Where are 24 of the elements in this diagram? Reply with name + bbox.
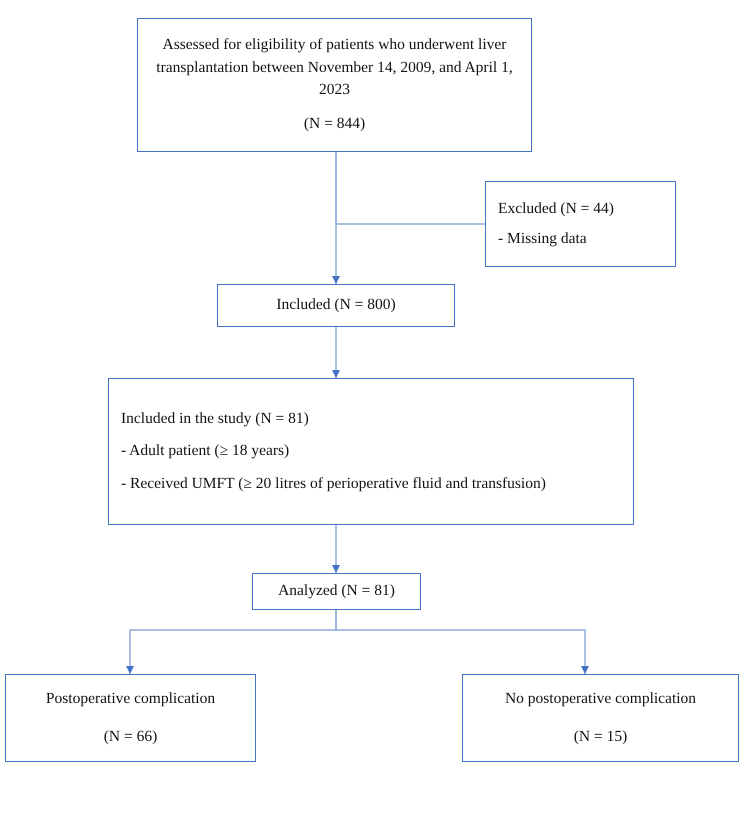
box-text: - Received UMFT (≥ 20 litres of perioperative fluid and transfusion) [121, 474, 547, 494]
box-text: Analyzed (N = 81) [278, 581, 395, 602]
box-text: Assessed for eligibility of patients who underwent liver transplantation between November 14, 2009, and April 1, 2023 [155, 35, 514, 100]
box-text: (N = 66) [104, 727, 158, 747]
arrow [332, 525, 340, 573]
process-box [108, 378, 634, 525]
process-box [252, 573, 421, 610]
process-box [217, 284, 455, 327]
process-box [462, 674, 739, 762]
box-text: Included in the study (N = 81) [121, 408, 310, 429]
box-text: Included (N = 800) [276, 295, 396, 316]
box-text: (N = 15) [574, 727, 628, 747]
box-text: No postoperative complication [504, 688, 696, 709]
process-box [137, 18, 532, 152]
box-text: Excluded (N = 44) [498, 198, 615, 219]
process-box [5, 674, 256, 762]
box-text: - Adult patient (≥ 18 years) [121, 441, 290, 462]
connector-line [335, 152, 485, 225]
box-text: Postoperative complication [46, 688, 216, 709]
arrow [332, 327, 340, 378]
arrow [335, 610, 589, 674]
box-text: - Missing data [498, 229, 588, 249]
box-text: (N = 844) [304, 114, 366, 134]
process-box [485, 181, 676, 267]
